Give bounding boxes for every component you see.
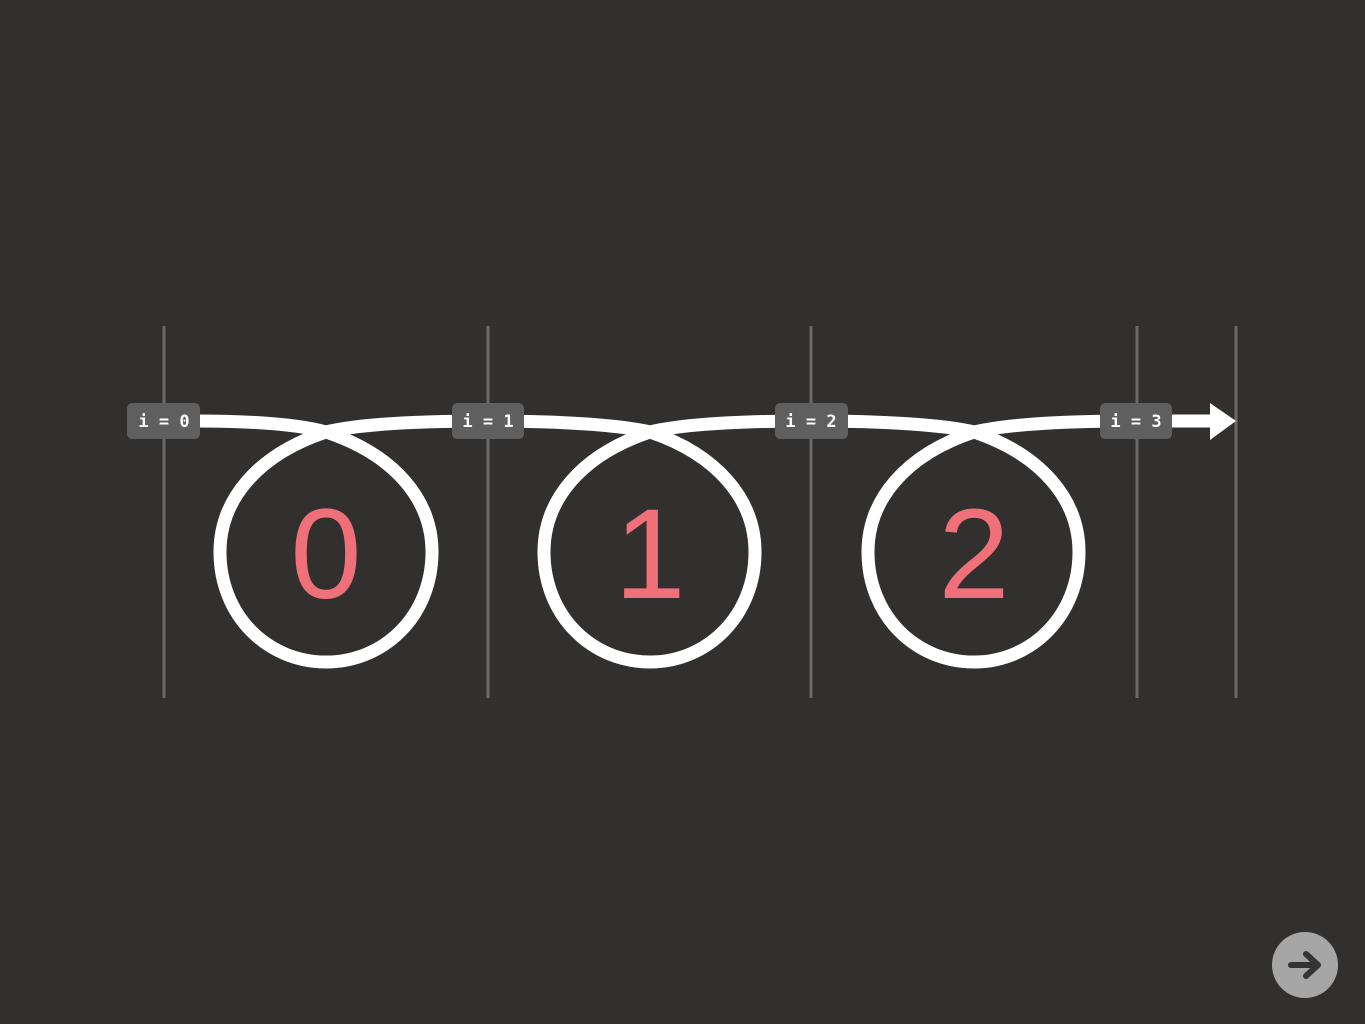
iteration-label-text: i = 0 bbox=[138, 412, 189, 432]
iteration-label-text: i = 1 bbox=[462, 412, 513, 432]
iteration-markers bbox=[162, 326, 1238, 698]
arrow-right-icon bbox=[1288, 951, 1321, 979]
iteration-label-3: i = 3 bbox=[1100, 403, 1172, 439]
iteration-label-bg bbox=[775, 403, 848, 439]
path-arrowhead bbox=[1210, 403, 1236, 440]
iteration-label-bg bbox=[452, 403, 524, 439]
loop-number-1: 1 bbox=[614, 483, 685, 626]
iteration-label-bg bbox=[127, 403, 200, 439]
iteration-label-text: i = 2 bbox=[785, 412, 836, 432]
iteration-label-bg bbox=[1100, 403, 1172, 439]
loop-number-2: 2 bbox=[938, 483, 1009, 626]
loop-path bbox=[195, 414, 1212, 669]
iteration-label-text: i = 3 bbox=[1110, 412, 1161, 432]
iteration-label-1: i = 1 bbox=[452, 403, 524, 439]
next-button[interactable] bbox=[1272, 932, 1338, 998]
loop-number-0: 0 bbox=[290, 483, 361, 626]
iteration-label-2: i = 2 bbox=[775, 403, 848, 439]
loop-path-segment bbox=[195, 414, 1212, 669]
iteration-label-0: i = 0 bbox=[127, 403, 200, 439]
